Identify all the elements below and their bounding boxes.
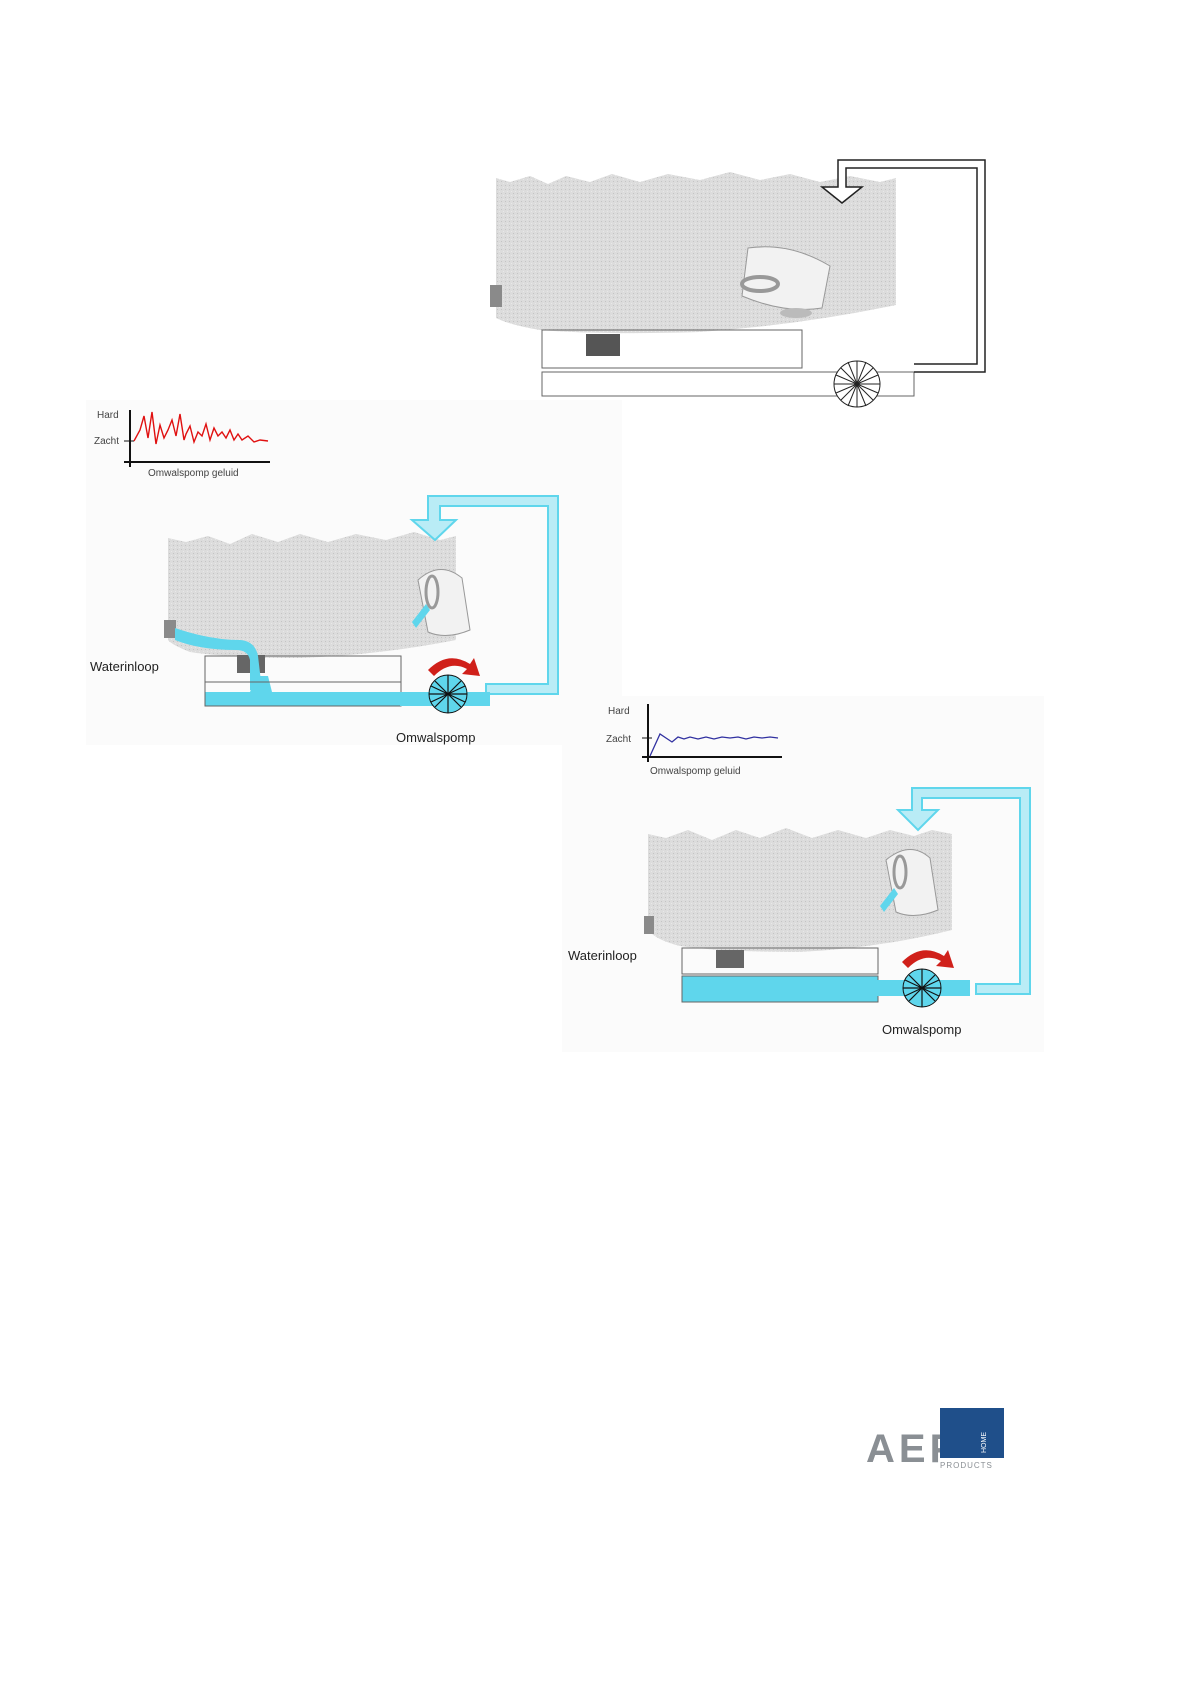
sump-box bbox=[586, 334, 620, 356]
pump-label: Omwalspomp bbox=[396, 730, 475, 745]
inlet-label: Waterinloop bbox=[568, 948, 637, 963]
inlet-label: Waterinloop bbox=[90, 659, 159, 674]
graph-label-soft: Zacht bbox=[606, 734, 631, 745]
logo-subtitle: PRODUCTS bbox=[940, 1461, 993, 1470]
graph-label-hard: Hard bbox=[608, 706, 630, 717]
heater bbox=[164, 620, 176, 638]
diagram-top bbox=[490, 160, 985, 407]
heater bbox=[490, 285, 502, 307]
graph-label-soft: Zacht bbox=[94, 436, 119, 447]
bottom-water bbox=[205, 692, 405, 706]
bottom-water bbox=[682, 976, 878, 1002]
graph-label-x: Omwalspomp geluid bbox=[148, 468, 239, 479]
pump-wheel bbox=[834, 361, 880, 407]
sump-box bbox=[716, 950, 744, 968]
graph-label-x: Omwalspomp geluid bbox=[650, 766, 741, 777]
sump bbox=[542, 330, 802, 368]
diagram-left: Hard Zacht Omwalspomp geluid bbox=[86, 400, 622, 745]
pump-label: Omwalspomp bbox=[882, 1022, 961, 1037]
aep-logo: AEP HOME PRODUCTS bbox=[866, 1408, 1004, 1471]
diagram-right: Hard Zacht Omwalspomp geluid bbox=[562, 696, 1044, 1052]
logo-box bbox=[940, 1408, 1004, 1458]
graph-label-hard: Hard bbox=[97, 410, 119, 421]
pump-wheel bbox=[429, 675, 467, 713]
pump-wheel bbox=[903, 969, 941, 1007]
logo-box-text: HOME bbox=[981, 1432, 988, 1453]
heater bbox=[644, 916, 654, 934]
